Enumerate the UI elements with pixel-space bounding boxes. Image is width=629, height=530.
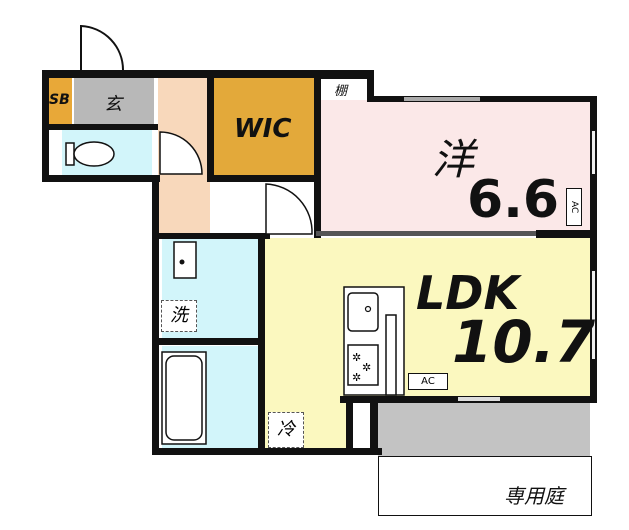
wall (152, 338, 260, 345)
window (591, 130, 596, 175)
wall (152, 448, 382, 455)
bathtub-icon (161, 351, 207, 445)
entrance-area (74, 78, 154, 124)
wall (367, 70, 374, 100)
ldk-size: 10.7 (452, 308, 596, 376)
window (404, 97, 480, 101)
svg-text:✲: ✲ (352, 371, 361, 384)
wall (152, 233, 270, 239)
wall (536, 230, 596, 238)
shoebox-label: SB (49, 92, 70, 108)
wic-area (214, 78, 314, 180)
wall (42, 175, 160, 182)
garden-area (378, 456, 592, 516)
ac-unit: AC (566, 188, 582, 226)
shoebox-area (48, 78, 72, 124)
fridge-space: 冷 (268, 412, 304, 448)
balcony-area (378, 403, 590, 456)
wall (42, 124, 158, 130)
hallway-door (159, 131, 203, 175)
kitchen-counter: ✲ ✲ ✲ (343, 286, 405, 396)
window (591, 270, 596, 360)
ldk-door (265, 183, 313, 235)
western-room-label: 洋 (432, 135, 475, 184)
ldk-area (264, 238, 590, 396)
wall (207, 175, 317, 182)
western-room-size: 6.6 (467, 170, 560, 230)
wall (152, 175, 159, 455)
shelf-label: 棚 (334, 84, 348, 99)
wall (207, 70, 214, 182)
svg-text:✲: ✲ (362, 361, 371, 374)
wall (370, 396, 378, 454)
wic-label: WIC (234, 114, 292, 144)
washbasin-icon (173, 241, 197, 279)
window (458, 397, 500, 401)
wall (258, 236, 265, 454)
entrance-door (80, 24, 125, 73)
ac-unit: AC (408, 373, 448, 390)
entrance-label: 玄 (104, 94, 122, 115)
wall (590, 96, 597, 403)
wall (346, 396, 353, 454)
garden-label: 専用庭 (504, 484, 564, 508)
western-room-area (320, 100, 590, 232)
toilet-icon (65, 141, 115, 167)
washer-space: 洗 (161, 300, 197, 332)
ldk-label: LDK (416, 266, 520, 320)
wall (314, 70, 321, 238)
svg-text:✲: ✲ (352, 351, 361, 364)
wall (367, 96, 597, 102)
wall (316, 231, 596, 236)
